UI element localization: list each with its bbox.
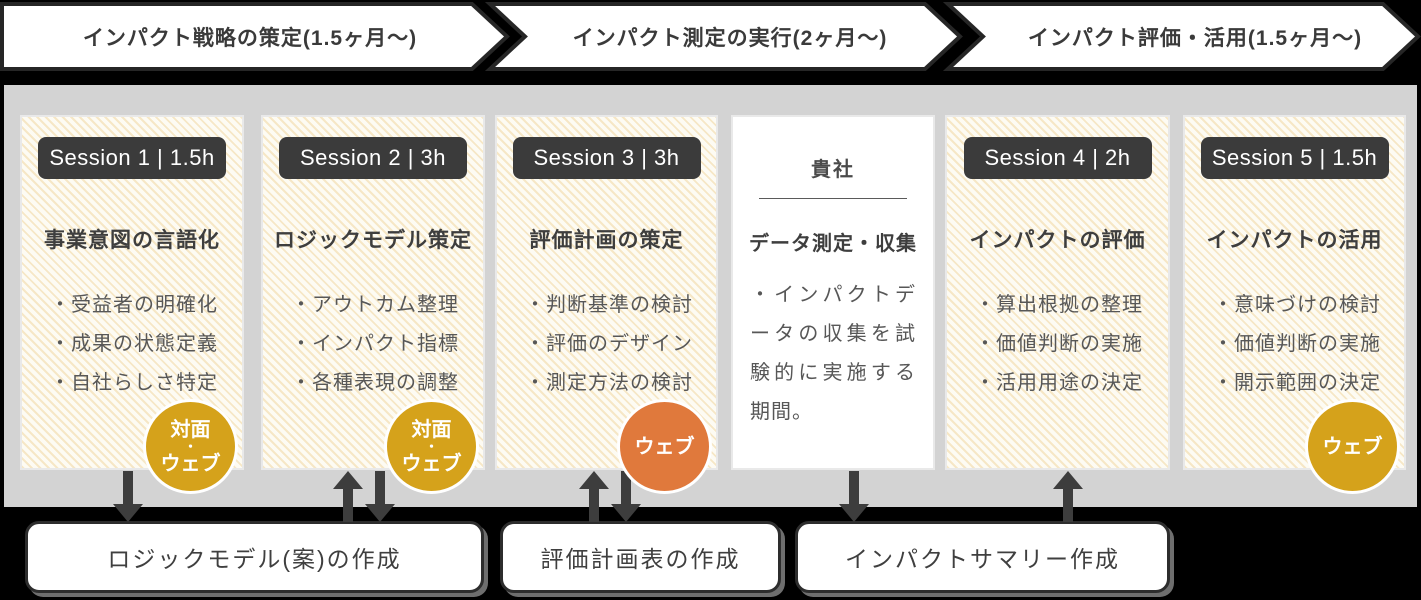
arrow-up-icon — [1053, 471, 1083, 522]
bullet-item: ・アウトカム整理 — [291, 294, 459, 316]
bullet-item: ・開示範囲の決定 — [1213, 372, 1381, 394]
session-2-title: ロジックモデル策定 — [274, 229, 472, 252]
session-3-bullets: ・判断基準の検討 ・評価のデザイン ・測定方法の検討 — [497, 286, 693, 403]
session-3-card: Session 3 | 3h 評価計画の策定 ・判断基準の検討 ・評価のデザイン… — [495, 115, 718, 494]
mode-badge-inperson-web: 対面 ・ ウェブ — [143, 399, 238, 494]
phase-arrow-1 — [0, 2, 510, 71]
session-2-badge: Session 2 | 3h — [279, 137, 467, 179]
bullet-item: ・成果の状態定義 — [50, 333, 218, 355]
session-1-title: 事業意図の言語化 — [44, 229, 220, 252]
session-5-card: Session 5 | 1.5h インパクトの活用 ・意味づけの検討 ・価値判断… — [1183, 115, 1406, 494]
company-title: データ測定・収集 — [749, 233, 917, 255]
phase-label-measurement: インパクト測定の実行(2ヶ月〜) — [572, 26, 888, 50]
session-5-bullets: ・意味づけの検討 ・価値判断の実施 ・開示範囲の決定 — [1185, 286, 1381, 403]
bullet-item: ・インパクト指標 — [291, 333, 459, 355]
bullet-item: ・受益者の明確化 — [50, 294, 218, 316]
output-logic-model: ロジックモデル(案)の作成 — [25, 521, 484, 593]
session-2-card: Session 2 | 3h ロジックモデル策定 ・アウトカム整理 ・インパクト… — [261, 115, 485, 494]
company-card: 貴社 データ測定・収集 ・インパクトデータの収集を試験的に実施する期間。 — [731, 115, 935, 470]
session-3-title: 評価計画の策定 — [529, 229, 684, 252]
mode-badge-web: ウェブ — [617, 399, 712, 494]
session-1-badge: Session 1 | 1.5h — [38, 137, 226, 179]
bullet-item: ・価値判断の実施 — [1213, 333, 1381, 355]
bullet-item: ・判断基準の検討 — [525, 294, 693, 316]
company-divider — [759, 198, 907, 199]
mode-line: 対面 — [411, 418, 452, 441]
bullet-item: ・意味づけの検討 — [1213, 294, 1381, 316]
company-body: ・インパクトデータの収集を試験的に実施する期間。 — [750, 284, 916, 423]
company-header: 貴社 — [811, 159, 855, 181]
bullet-item: ・自社らしさ特定 — [50, 372, 218, 394]
session-1-bullets: ・受益者の明確化 ・成果の状態定義 ・自社らしさ特定 — [22, 286, 218, 403]
mode-line: ウェブ — [401, 452, 462, 475]
session-5-badge: Session 5 | 1.5h — [1200, 137, 1389, 179]
mode-line: ・ — [424, 438, 438, 454]
mode-line: ・ — [183, 438, 197, 454]
session-1-card: Session 1 | 1.5h 事業意図の言語化 ・受益者の明確化 ・成果の状… — [20, 115, 244, 494]
arrow-down-icon — [611, 471, 641, 522]
mode-line: ウェブ — [634, 435, 695, 458]
session-3-badge: Session 3 | 3h — [512, 137, 701, 179]
session-4-badge: Session 4 | 2h — [963, 137, 1152, 179]
arrow-down-icon — [365, 471, 395, 522]
bullet-item: ・算出根拠の整理 — [975, 294, 1143, 316]
arrow-down-icon — [839, 471, 869, 522]
phase-arrow-3 — [942, 2, 1421, 71]
mode-line: ウェブ — [160, 452, 221, 475]
arrow-down-icon — [113, 471, 143, 522]
session-2-bullets: ・アウトカム整理 ・インパクト指標 ・各種表現の調整 — [263, 286, 459, 403]
session-4-title: インパクトの評価 — [969, 229, 1146, 252]
mode-badge-inperson-web: 対面 ・ ウェブ — [384, 399, 479, 494]
output-impact-summary: インパクトサマリー作成 — [795, 521, 1170, 593]
output-evaluation-plan: 評価計画表の作成 — [500, 521, 781, 593]
session-5-title: インパクトの活用 — [1206, 229, 1383, 252]
bullet-item: ・評価のデザイン — [525, 333, 693, 355]
arrow-up-icon — [333, 471, 363, 522]
mode-line: ウェブ — [1322, 435, 1383, 458]
phase-arrows — [0, 2, 1421, 71]
bullet-item: ・価値判断の実施 — [975, 333, 1143, 355]
bullet-item: ・各種表現の調整 — [291, 372, 459, 394]
bullet-item: ・測定方法の検討 — [525, 372, 693, 394]
session-4-bullets: ・算出根拠の整理 ・価値判断の実施 ・活用用途の決定 — [947, 286, 1143, 403]
phase-label-evaluation: インパクト評価・活用(1.5ヶ月〜) — [1027, 26, 1363, 50]
arrow-up-icon — [579, 471, 609, 522]
phase-arrow-2 — [484, 2, 963, 71]
main-panel: Session 1 | 1.5h 事業意図の言語化 ・受益者の明確化 ・成果の状… — [4, 85, 1417, 507]
mode-line: 対面 — [170, 418, 211, 441]
phase-label-strategy: インパクト戦略の策定(1.5ヶ月〜) — [82, 26, 418, 50]
bullet-item: ・活用用途の決定 — [975, 372, 1143, 394]
mode-badge-web: ウェブ — [1305, 399, 1400, 494]
session-4-card: Session 4 | 2h インパクトの評価 ・算出根拠の整理 ・価値判断の実… — [945, 115, 1170, 470]
